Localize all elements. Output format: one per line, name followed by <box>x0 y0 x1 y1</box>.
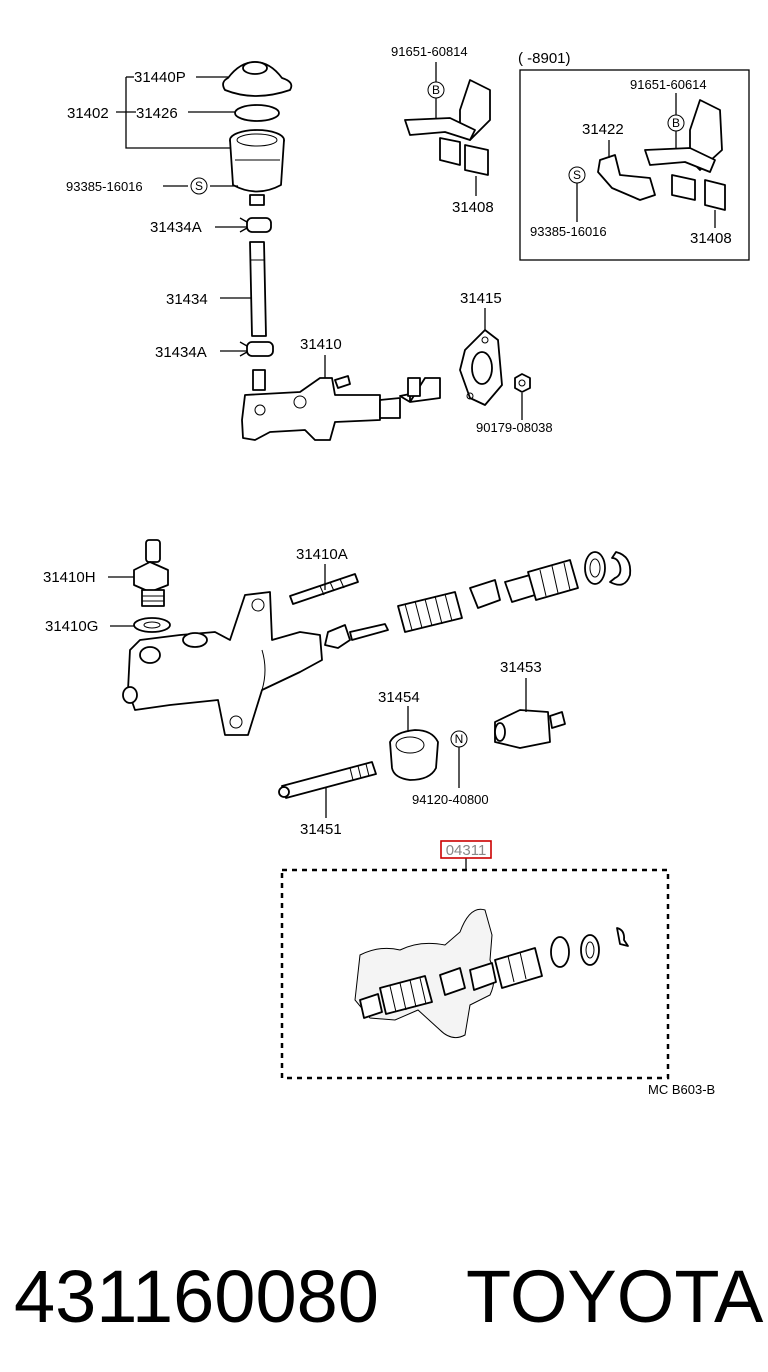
marker-B-left: B <box>427 81 445 99</box>
boot-31454-part <box>389 729 439 781</box>
piston-part <box>469 559 579 609</box>
label-31415: 31415 <box>460 290 502 307</box>
label-90179: 90179-08038 <box>476 420 553 435</box>
label-93385-upper: 93385-16016 <box>66 179 143 194</box>
label-31440P: 31440P <box>134 69 186 86</box>
marker-B-inset: B <box>667 114 685 132</box>
push-rod-connector-part <box>324 623 389 649</box>
label-91651-left: 91651-60814 <box>391 44 468 59</box>
caption-brand: TOYOTA <box>466 1255 764 1338</box>
label-31434A-upper: 31434A <box>150 219 202 236</box>
label-31454: 31454 <box>378 689 420 706</box>
reservoir-tank-part <box>229 129 285 206</box>
clevis-31453-part <box>494 709 566 749</box>
label-31402: 31402 <box>67 105 109 122</box>
push-rod-31451-part <box>278 761 377 799</box>
label-31422: 31422 <box>582 121 624 138</box>
leader-lines <box>108 62 716 870</box>
nut-90179-part <box>514 373 531 393</box>
label-31451: 31451 <box>300 821 342 838</box>
svg-text:N: N <box>455 732 464 746</box>
label-31410: 31410 <box>300 336 342 353</box>
label-31434A-lower: 31434A <box>155 344 207 361</box>
master-cylinder-top-part <box>241 369 441 441</box>
label-93385-inset: 93385-16016 <box>530 224 607 239</box>
label-31410H: 31410H <box>43 569 96 586</box>
label-31426: 31426 <box>136 105 178 122</box>
reservoir-cap-part <box>222 61 293 97</box>
label-91651-inset: 91651-60614 <box>630 77 707 92</box>
inset-box <box>519 69 750 261</box>
label-31410A: 31410A <box>296 546 348 563</box>
cylinder-body-part <box>122 591 323 736</box>
label-31408-left: 31408 <box>452 199 494 216</box>
label-31434: 31434 <box>166 291 208 308</box>
marker-S-upper: S <box>190 177 208 195</box>
label-31408-inset: 31408 <box>690 230 732 247</box>
bracket-31408-left-part <box>404 79 491 176</box>
stud-31410A-part <box>289 573 359 605</box>
svg-text:S: S <box>195 179 203 193</box>
svg-text:S: S <box>573 168 581 182</box>
hose-clamp-upper-part <box>239 217 272 233</box>
label-inset-range: ( -8901) <box>518 50 571 67</box>
svg-text:B: B <box>432 83 440 97</box>
reservoir-gasket-part <box>234 104 280 122</box>
label-31453: 31453 <box>500 659 542 676</box>
seal-ring-part <box>584 551 606 585</box>
svg-text:04311: 04311 <box>446 842 487 859</box>
snap-ring-part <box>609 551 632 586</box>
caption-part-number: 431160080 <box>14 1255 379 1338</box>
label-94120: 94120-40800 <box>412 792 489 807</box>
washer-31410G-part <box>133 617 171 633</box>
gasket-31415-part <box>459 329 503 406</box>
hose-clamp-lower-part <box>239 341 274 357</box>
label-04311-highlighted[interactable]: 04311 <box>440 840 492 859</box>
marker-S-inset: S <box>568 166 586 184</box>
reservoir-union-31410H-part <box>133 539 169 607</box>
reservoir-hose-part <box>249 241 267 337</box>
reference-code: MC B603-B <box>648 1082 715 1097</box>
spring-part <box>397 591 463 633</box>
repair-kit-box <box>280 868 670 1080</box>
label-31410G: 31410G <box>45 618 98 635</box>
marker-N: N <box>450 730 468 748</box>
svg-text:B: B <box>672 116 680 130</box>
